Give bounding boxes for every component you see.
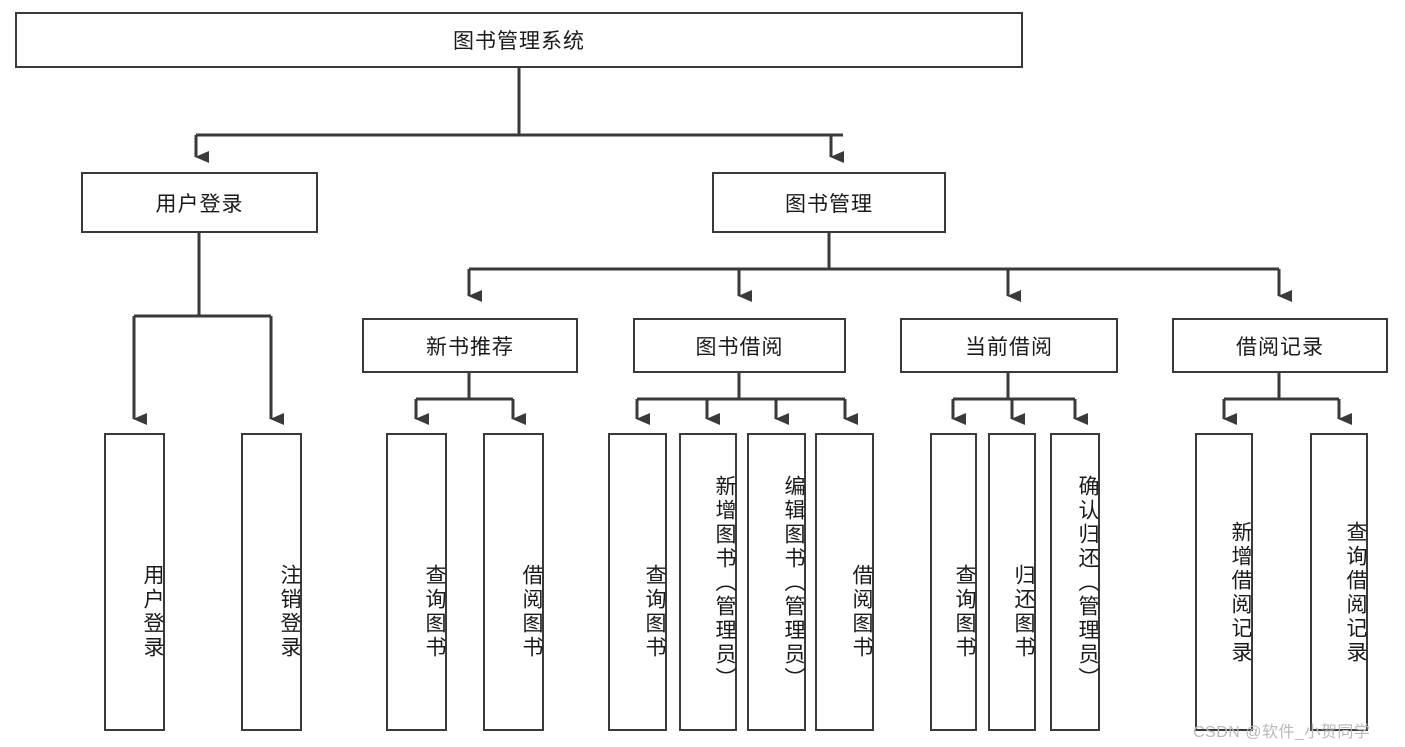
leaf-borrow-edit-book-admin[interactable]: 编辑图书（管理员） xyxy=(747,433,806,731)
leaf-recommend-query-book[interactable]: 查询图书 xyxy=(386,433,447,731)
leaf-borrow-add-book-admin[interactable]: 新增图书（管理员） xyxy=(679,433,737,731)
node-current-borrow[interactable]: 当前借阅 xyxy=(900,318,1118,373)
node-book-borrow[interactable]: 图书借阅 xyxy=(633,318,846,373)
node-borrow-record[interactable]: 借阅记录 xyxy=(1172,318,1388,373)
leaf-current-confirm-return-admin[interactable]: 确认归还（管理员） xyxy=(1050,433,1100,731)
leaf-record-query-record[interactable]: 查询借阅记录 xyxy=(1310,433,1368,731)
csdn-watermark: CSDN @软件_小贺同学 xyxy=(1193,724,1371,741)
node-new-book-recommend[interactable]: 新书推荐 xyxy=(362,318,578,373)
leaf-borrow-borrow-book[interactable]: 借阅图书 xyxy=(815,433,874,731)
leaf-record-add-record[interactable]: 新增借阅记录 xyxy=(1195,433,1253,731)
leaf-current-query-book[interactable]: 查询图书 xyxy=(930,433,977,731)
leaf-recommend-borrow-book[interactable]: 借阅图书 xyxy=(483,433,544,731)
leaf-user-login-signin[interactable]: 用户登录 xyxy=(104,433,165,731)
leaf-user-login-signout[interactable]: 注销登录 xyxy=(241,433,302,731)
leaf-borrow-query-book[interactable]: 查询图书 xyxy=(608,433,667,731)
node-book-management[interactable]: 图书管理 xyxy=(712,172,946,233)
node-root-system[interactable]: 图书管理系统 xyxy=(15,12,1023,68)
leaf-current-return-book[interactable]: 归还图书 xyxy=(988,433,1036,731)
node-user-login[interactable]: 用户登录 xyxy=(81,172,318,233)
